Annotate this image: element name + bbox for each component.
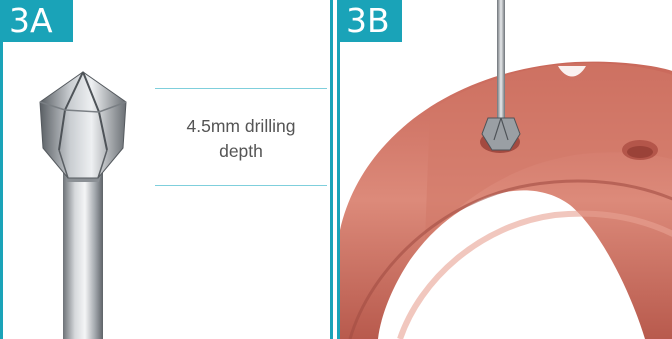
denture-drilling-illustration [340, 0, 672, 339]
drill-bur-illustration [3, 0, 333, 339]
drilling-depth-caption: 4.5mm drilling depth [155, 114, 327, 164]
caption-line-1: 4.5mm drilling [155, 114, 327, 139]
panel-3a: 3A 4.5mm drilling [0, 0, 333, 339]
depth-line-bottom [155, 185, 327, 186]
panel-label-3b: 3B [340, 0, 402, 42]
panel-label-3a: 3A [3, 0, 73, 42]
panel-3b: 3B [337, 0, 672, 339]
depth-line-top [155, 88, 327, 89]
caption-line-2: depth [155, 139, 327, 164]
